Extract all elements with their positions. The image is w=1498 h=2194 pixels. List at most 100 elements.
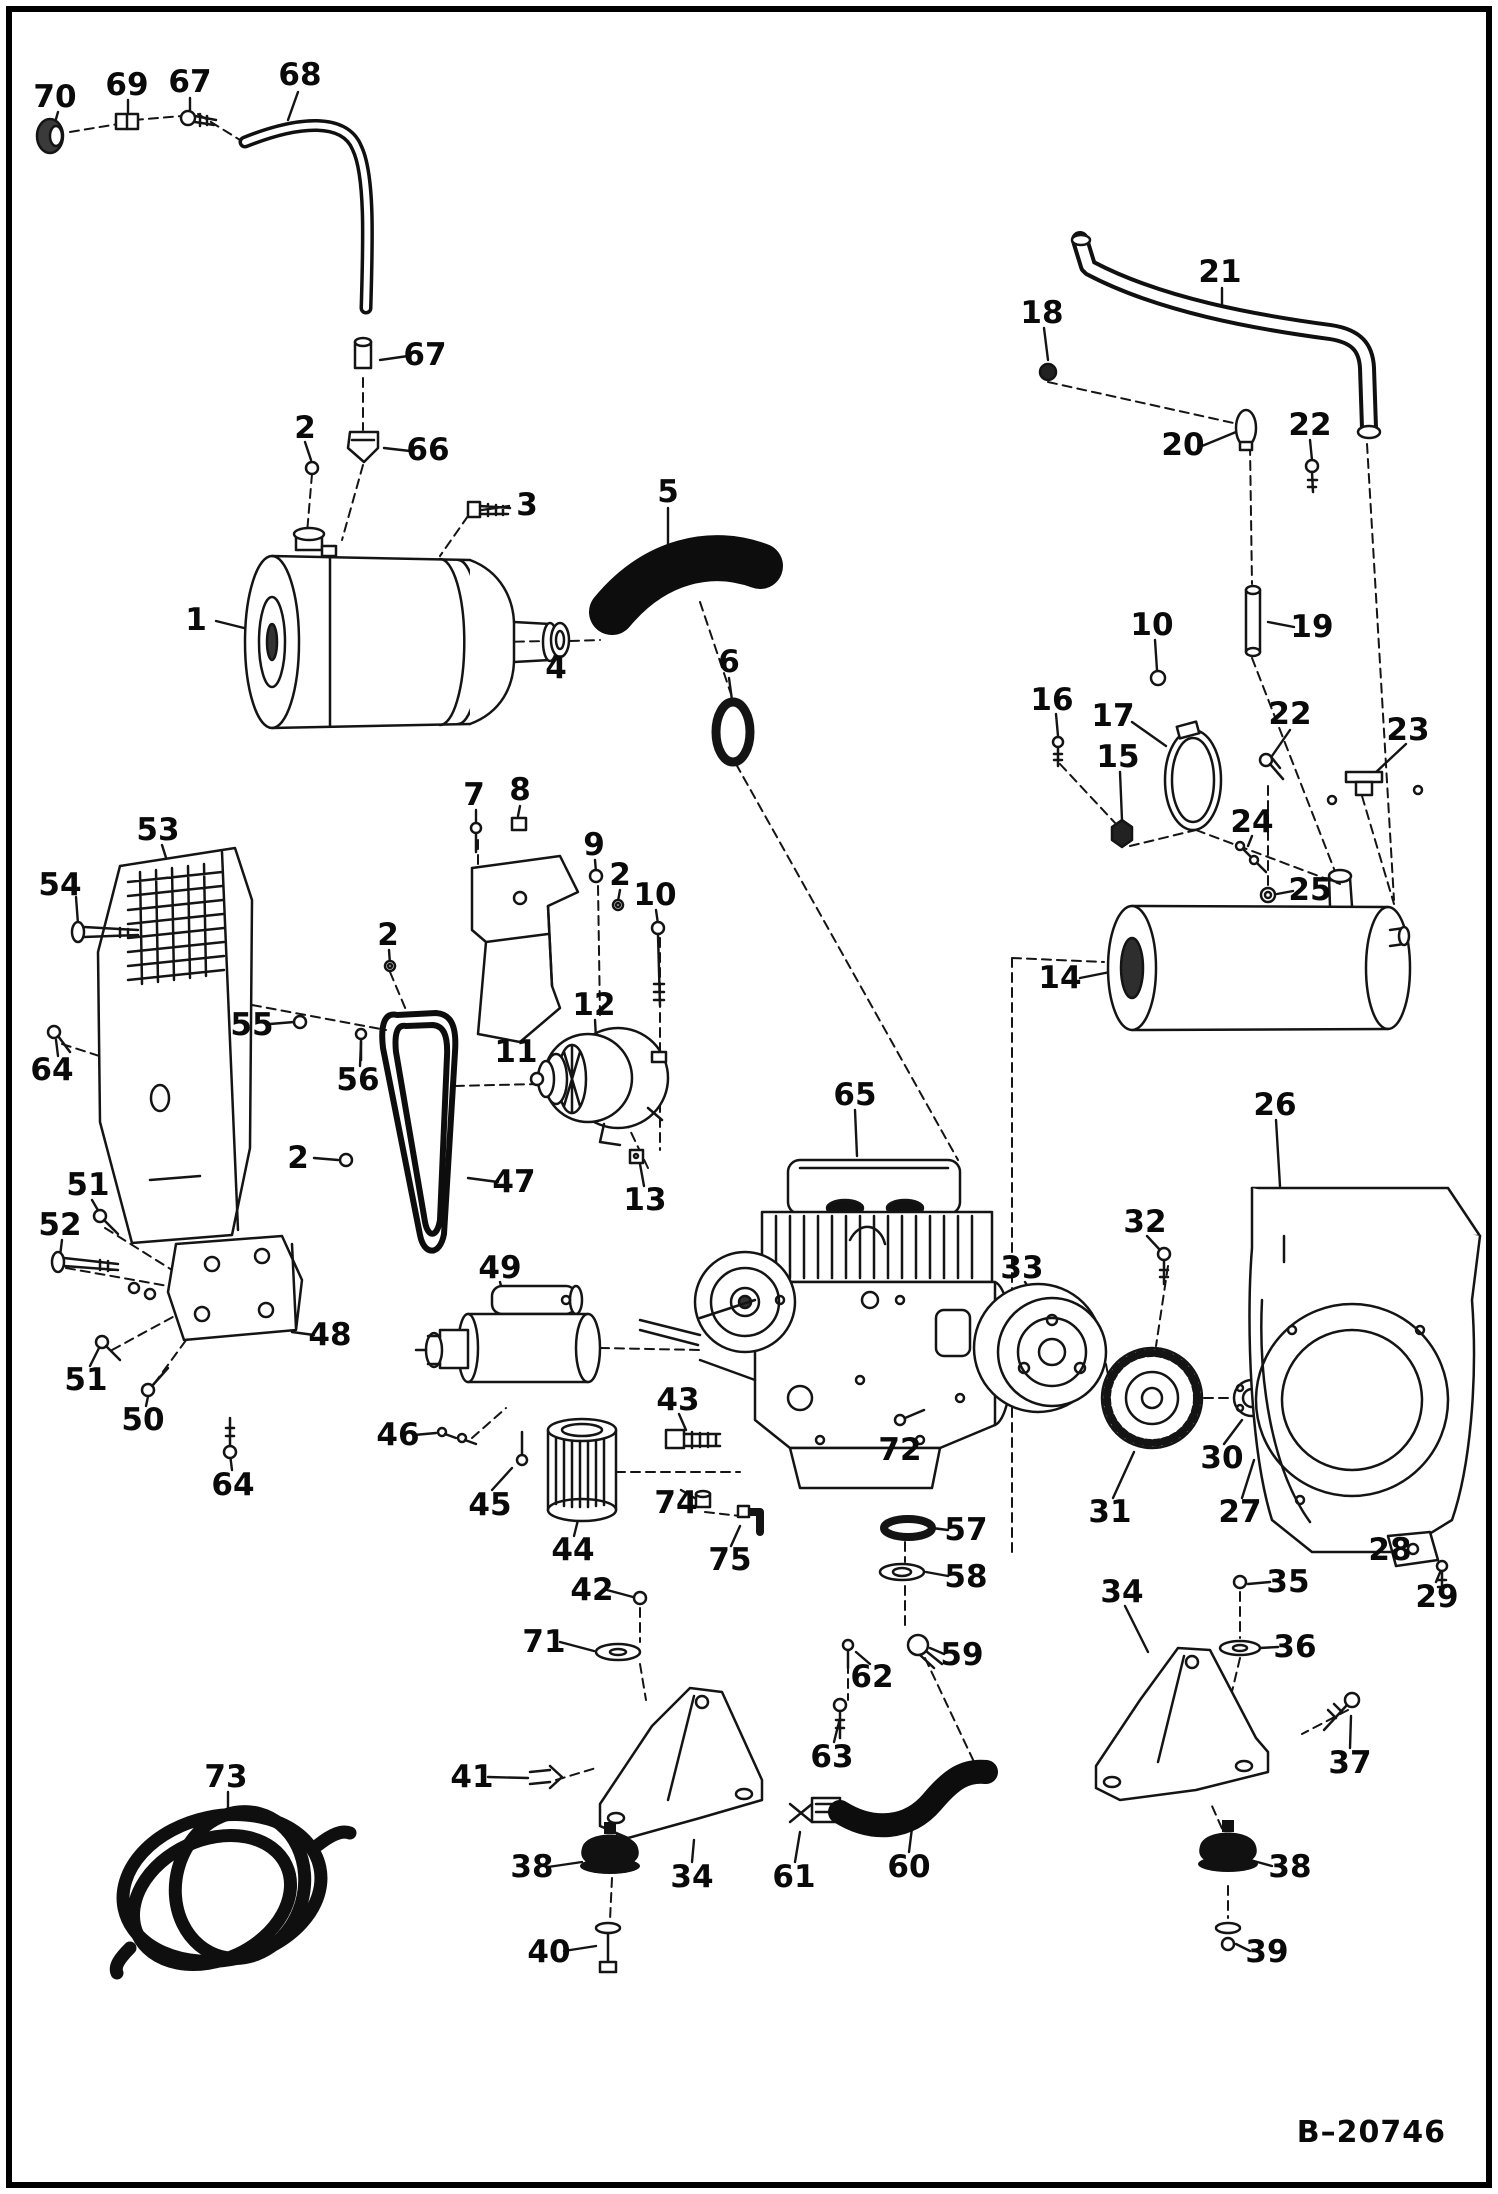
- washer-2-mid: [611, 898, 625, 912]
- drain-hose-60: [810, 1759, 998, 1838]
- bolt-29: [1435, 1559, 1449, 1594]
- callout-9: 9: [583, 827, 605, 863]
- callout-74: 74: [654, 1485, 698, 1521]
- callout-33: 33: [1000, 1250, 1044, 1286]
- callout-10: 10: [633, 877, 677, 913]
- callout-6: 6: [718, 644, 740, 680]
- washer-nut-39: [1214, 1921, 1242, 1952]
- bolt-7: [469, 821, 483, 854]
- washer-2-left: [383, 959, 397, 973]
- bolt-10-long: [650, 920, 666, 1008]
- callout-13: 13: [623, 1182, 667, 1218]
- starter-motor: [414, 1284, 602, 1384]
- callout-47: 47: [492, 1164, 536, 1200]
- callout-46: 46: [376, 1417, 420, 1453]
- heat-shield: [96, 846, 254, 1245]
- drive-gear-31: [1100, 1346, 1204, 1450]
- bolt-52: [50, 1250, 120, 1274]
- callout-18: 18: [1020, 295, 1064, 331]
- callout-2: 2: [377, 917, 399, 953]
- bolt-64-lower: [222, 1416, 238, 1460]
- callout-51: 51: [66, 1167, 110, 1203]
- callout-37: 37: [1328, 1745, 1372, 1781]
- callout-17: 17: [1091, 698, 1135, 734]
- callout-24: 24: [1230, 804, 1274, 840]
- callout-55: 55: [230, 1007, 274, 1043]
- callout-57: 57: [944, 1512, 988, 1548]
- fitting-43: [664, 1428, 722, 1450]
- alignment-dashed-lines: [61, 113, 1395, 1921]
- callout-45: 45: [468, 1487, 512, 1523]
- callout-22: 22: [1268, 696, 1312, 732]
- callout-67: 67: [168, 64, 212, 100]
- alternator-bracket-11: [470, 854, 580, 1044]
- callout-69: 69: [105, 67, 149, 103]
- nut-10-exhaust: [1149, 669, 1167, 687]
- callout-70: 70: [33, 79, 77, 115]
- callout-20: 20: [1161, 427, 1205, 463]
- callout-19: 19: [1290, 609, 1334, 645]
- callout-56: 56: [336, 1062, 380, 1098]
- bolts-24: [1234, 840, 1268, 874]
- exhaust-pipe-21: [1070, 231, 1382, 440]
- callout-41: 41: [450, 1759, 494, 1795]
- bolt-51-lower: [94, 1334, 122, 1362]
- clamp-20: [1234, 408, 1258, 452]
- o-ring-57: [880, 1515, 936, 1541]
- callout-53: 53: [136, 812, 180, 848]
- callout-52: 52: [38, 1207, 82, 1243]
- nut-25: [1259, 886, 1277, 904]
- callout-63: 63: [810, 1739, 854, 1775]
- foot-bracket-28: [1386, 1530, 1440, 1568]
- callout-23: 23: [1386, 712, 1430, 748]
- blower-housing: [1248, 1186, 1482, 1554]
- elbow-75: [736, 1504, 764, 1536]
- callout-58: 58: [944, 1559, 988, 1595]
- nut-2-air: [304, 460, 320, 476]
- callout-32: 32: [1123, 1204, 1167, 1240]
- engine-assembly: [638, 1158, 1014, 1490]
- nut-2-belt: [338, 1152, 354, 1168]
- callout-61: 61: [772, 1859, 816, 1895]
- callout-49: 49: [478, 1250, 522, 1286]
- callout-36: 36: [1273, 1629, 1317, 1665]
- washer-13: [628, 1148, 645, 1165]
- bolt-63: [832, 1697, 848, 1740]
- callout-30: 30: [1200, 1440, 1244, 1476]
- callout-2: 2: [609, 857, 631, 893]
- cushion-38-left: [580, 1822, 640, 1874]
- callout-66: 66: [406, 432, 450, 468]
- callout-68: 68: [278, 57, 322, 93]
- callout-3: 3: [516, 487, 538, 523]
- nut-55: [292, 1014, 308, 1030]
- callout-39: 39: [1245, 1934, 1289, 1970]
- bolt-54: [70, 920, 140, 944]
- clevis-41: [528, 1764, 564, 1790]
- fitting-67-top: [179, 109, 218, 128]
- cushion-38-right: [1198, 1820, 1258, 1872]
- nut-42: [632, 1590, 648, 1606]
- callout-21: 21: [1198, 254, 1242, 290]
- washer-71: [594, 1642, 642, 1662]
- callout-67: 67: [403, 337, 447, 373]
- callout-44: 44: [551, 1532, 595, 1568]
- bolt-56: [354, 1027, 368, 1062]
- callout-10: 10: [1130, 607, 1174, 643]
- callout-54: 54: [38, 867, 82, 903]
- callout-5: 5: [657, 474, 679, 510]
- callout-38: 38: [1268, 1849, 1312, 1885]
- clamp-61: [788, 1802, 814, 1824]
- plug-74: [694, 1489, 712, 1509]
- cap-23: [1326, 770, 1424, 806]
- spacer-15: [1110, 818, 1134, 849]
- alternator: [529, 1026, 670, 1147]
- callout-29: 29: [1415, 1579, 1459, 1615]
- washer-cup-58: [878, 1562, 926, 1582]
- air-cleaner-canister: [243, 526, 559, 730]
- bolt-50: [140, 1366, 170, 1398]
- callout-28: 28: [1368, 1532, 1412, 1568]
- bolt-16: [1051, 735, 1065, 768]
